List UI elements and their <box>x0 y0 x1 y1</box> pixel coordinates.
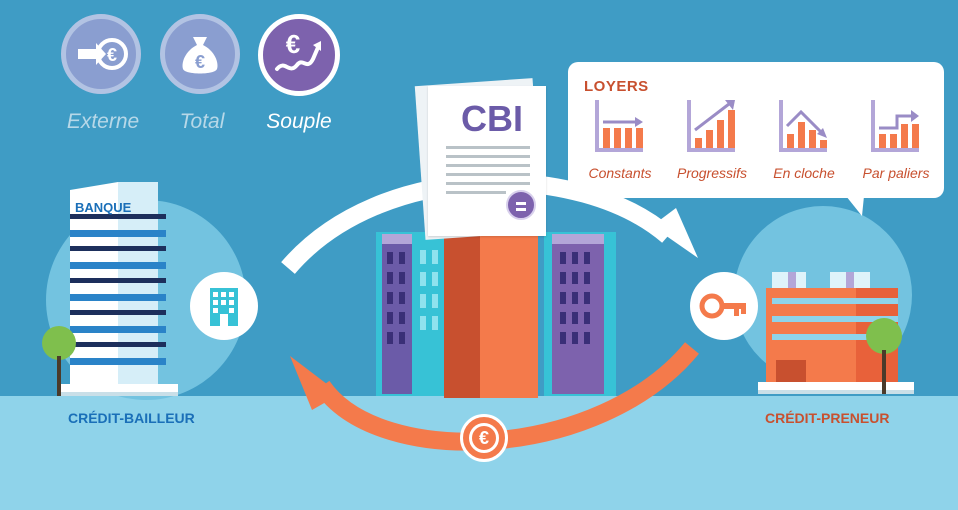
bubble-tail <box>846 196 864 216</box>
credit-bailleur-label: CRÉDIT-BAILLEUR <box>68 410 195 426</box>
step-chart-icon <box>871 100 919 152</box>
svg-text:€: € <box>286 29 300 59</box>
svg-text:€: € <box>107 45 117 65</box>
loyer-label: Par paliers <box>862 165 930 181</box>
tenant-badge <box>690 272 758 340</box>
money-bag-icon: € <box>182 37 218 74</box>
building-icon <box>210 288 238 326</box>
central-buildings <box>376 232 616 398</box>
loyers-title: LOYERS <box>584 78 649 95</box>
seal-icon <box>506 190 536 220</box>
mode-label-externe: Externe <box>66 110 140 133</box>
loyer-en-cloche[interactable]: En cloche <box>758 96 850 181</box>
flat-chart-icon <box>595 100 643 152</box>
euro-arrow-icon: € <box>78 38 128 70</box>
bell-chart-icon <box>779 100 827 152</box>
document-title: CBI <box>461 98 523 139</box>
mode-total[interactable]: € <box>160 14 240 94</box>
mode-label-total: Total <box>179 110 225 133</box>
loyer-label: En cloche <box>773 165 835 181</box>
loyer-constants[interactable]: Constants <box>574 96 666 181</box>
mode-label-souple: Souple <box>266 110 332 133</box>
cbi-document <box>428 86 546 236</box>
mode-externe[interactable]: € <box>61 14 141 94</box>
document-lines <box>446 146 530 194</box>
loyers-bubble: LOYERS Constants <box>568 62 944 198</box>
loyer-par-paliers[interactable]: Par paliers <box>850 96 942 181</box>
euro-coin-icon: € <box>460 414 508 462</box>
svg-text:€: € <box>195 52 205 72</box>
key-icon <box>699 293 746 319</box>
mode-souple[interactable]: € <box>258 14 340 96</box>
bank-sign: BANQUE <box>75 200 132 215</box>
loyer-label: Progressifs <box>676 165 748 181</box>
lender-badge <box>190 272 258 340</box>
bank-building <box>58 182 178 396</box>
loyer-progressifs[interactable]: Progressifs <box>666 96 758 181</box>
tree-left <box>42 326 80 396</box>
euro-trend-icon: € <box>275 29 321 71</box>
loyer-label: Constants <box>588 165 652 181</box>
rising-chart-icon <box>687 100 735 152</box>
credit-preneur-label: CRÉDIT-PRENEUR <box>765 410 890 426</box>
tree-right <box>866 318 904 396</box>
